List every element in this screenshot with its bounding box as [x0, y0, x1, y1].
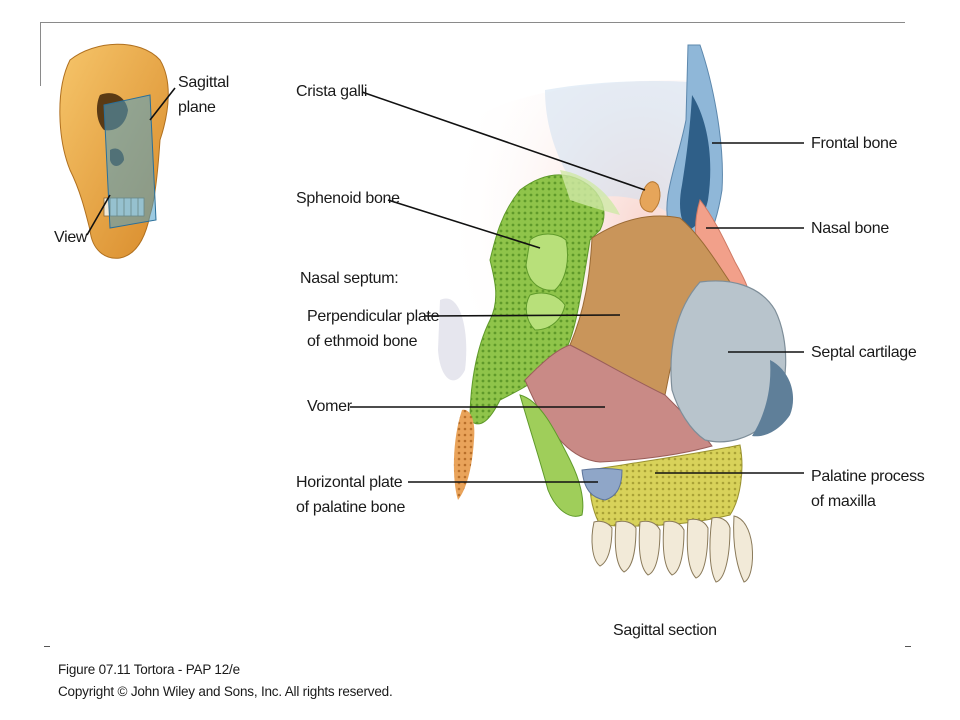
- label-septal-cartilage: Septal cartilage: [811, 344, 917, 361]
- label-horizontal-plate-2: of palatine bone: [296, 499, 406, 516]
- label-perpendicular-plate-1: Perpendicular plate: [307, 308, 440, 325]
- teeth: [591, 515, 753, 583]
- label-frontal-bone: Frontal bone: [811, 135, 898, 152]
- septal-cartilage-shape: [670, 280, 794, 443]
- label-nasal-septum: Nasal septum:: [300, 270, 399, 287]
- label-perpendicular-plate-2: of ethmoid bone: [307, 333, 418, 350]
- label-sphenoid-bone: Sphenoid bone: [296, 190, 400, 207]
- slide-frame-left: [40, 22, 41, 86]
- leader-lines: [86, 87, 804, 483]
- label-sagittal-section: Sagittal section: [613, 622, 717, 639]
- label-nasal-bone: Nasal bone: [811, 220, 889, 237]
- label-crista-galli: Crista galli: [296, 83, 368, 100]
- pterygoid-shape: [519, 394, 584, 517]
- footer-tick-right: [905, 646, 911, 647]
- label-sagittal-plane-2: plane: [178, 99, 216, 116]
- label-vomer: Vomer: [307, 398, 352, 415]
- copyright-notice: Copyright © John Wiley and Sons, Inc. Al…: [58, 684, 393, 699]
- label-palatine-process-1: Palatine process: [811, 468, 925, 485]
- label-sagittal-plane-1: Sagittal: [178, 74, 229, 91]
- footer-tick-left: [44, 646, 50, 647]
- occipital-spongy-shape: [453, 409, 475, 500]
- label-palatine-process-2: of maxilla: [811, 493, 876, 510]
- figure-caption: Figure 07.11 Tortora - PAP 12/e: [58, 662, 240, 677]
- sagittal-plane-shape: [103, 94, 157, 229]
- horizontal-plate-shape: [581, 468, 623, 501]
- slide-frame-top: [40, 22, 905, 23]
- label-view: View: [54, 229, 88, 246]
- label-horizontal-plate-1: Horizontal plate: [296, 474, 403, 491]
